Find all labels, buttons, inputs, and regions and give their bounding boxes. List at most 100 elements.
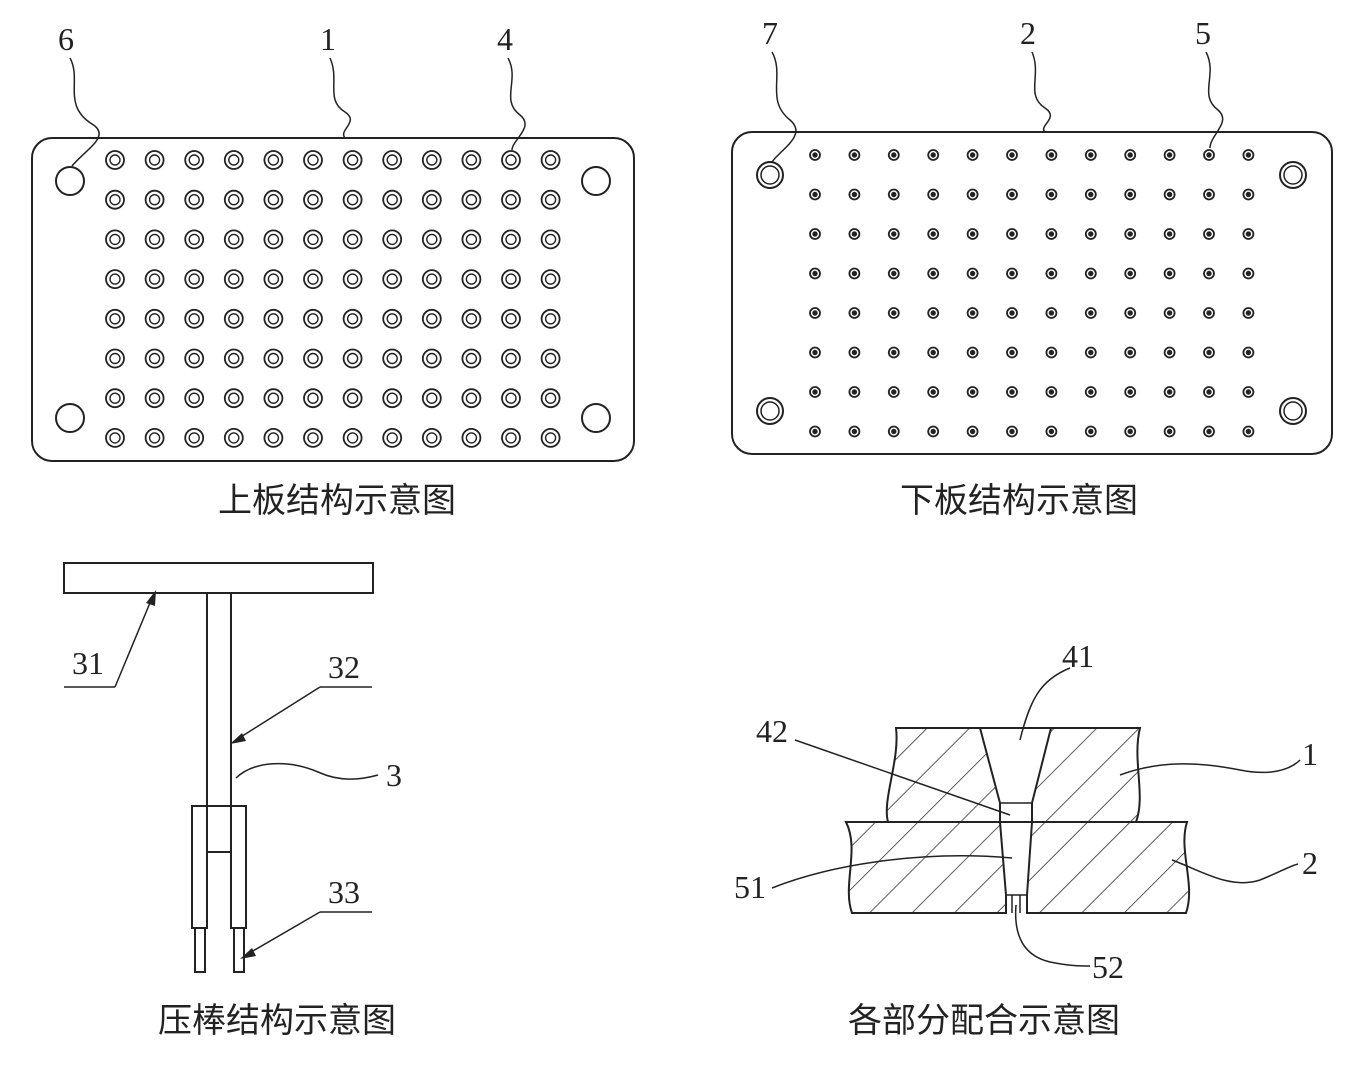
cavity-hole — [1242, 346, 1255, 359]
cavity-hole — [421, 308, 442, 329]
cavity-hole — [105, 308, 125, 329]
cavity-hole — [461, 150, 482, 170]
cavity-hole — [1045, 267, 1058, 280]
cavity-hole — [1084, 425, 1097, 438]
cavity-hole — [461, 427, 482, 448]
cavity-hole — [1124, 425, 1137, 438]
leader-line — [235, 686, 321, 741]
cavity-hole — [966, 267, 979, 280]
cavity-hole — [1124, 386, 1137, 398]
cavity-hole — [927, 307, 940, 319]
cavity-hole — [1045, 188, 1058, 201]
press-rod-sleeve-right — [230, 805, 247, 929]
cavity-hole — [540, 189, 561, 210]
cavity-hole — [303, 189, 323, 210]
cavity-hole — [1203, 346, 1215, 359]
lower-plate-mount-hole — [756, 161, 784, 189]
cavity-hole — [1084, 307, 1097, 319]
cavity-hole — [887, 307, 900, 319]
cavity-hole — [105, 348, 125, 369]
cavity-hole — [540, 348, 561, 369]
cavity-hole — [223, 229, 244, 250]
cavity-hole — [263, 229, 284, 250]
caption-assembly: 各部分配合示意图 — [848, 1001, 1120, 1041]
cavity-hole — [382, 150, 403, 170]
cavity-hole — [927, 425, 940, 438]
cavity-hole — [144, 150, 165, 170]
cavity-hole — [887, 228, 900, 240]
cavity-hole — [461, 269, 482, 290]
cavity-hole — [927, 267, 940, 280]
cavity-hole — [303, 269, 323, 290]
cavity-hole — [1006, 307, 1018, 319]
leader-line — [329, 57, 352, 139]
cavity-hole — [263, 269, 284, 290]
cavity-hole — [382, 348, 403, 369]
cavity-hole — [887, 188, 900, 201]
cavity-hole — [1242, 425, 1255, 438]
cavity-hole — [966, 425, 979, 438]
cavity-hole — [1084, 386, 1097, 398]
cavity-hole — [966, 307, 979, 319]
cavity-hole — [809, 267, 821, 280]
cavity-hole — [342, 229, 363, 250]
cavity-hole — [421, 427, 442, 448]
cavity-hole — [421, 348, 442, 369]
cavity-hole — [809, 188, 821, 201]
label-42: 42 — [756, 713, 788, 749]
cavity-hole — [223, 308, 244, 329]
cavity-hole — [1124, 267, 1137, 280]
cavity-hole — [1242, 149, 1255, 161]
cavity-hole — [382, 388, 403, 409]
upper-plate-mount-hole — [55, 403, 85, 433]
lower-plate-section — [844, 821, 1007, 914]
cavity-hole — [1203, 386, 1215, 398]
cavity-hole — [1242, 228, 1255, 240]
label-41: 41 — [1062, 638, 1094, 674]
cavity-hole — [421, 388, 442, 409]
cavity-hole — [421, 229, 442, 250]
label-1: 1 — [320, 21, 336, 57]
cavity-hole — [848, 188, 861, 201]
cavity-hole — [105, 229, 125, 250]
cavity-hole — [1124, 149, 1137, 161]
cavity-hole — [809, 228, 821, 240]
cavity-hole — [421, 150, 442, 170]
cavity-hole — [105, 150, 125, 170]
cavity-hole — [1006, 386, 1018, 398]
upper-plate-mount-hole — [55, 166, 85, 196]
cavity-hole — [809, 425, 821, 438]
leader-line — [114, 597, 153, 688]
leader-line — [245, 911, 321, 956]
cavity-hole — [303, 348, 323, 369]
lower-plate-outline — [731, 131, 1333, 455]
cavity-hole — [1242, 188, 1255, 201]
label-31: 31 — [72, 645, 104, 681]
cavity-hole — [809, 149, 821, 161]
cavity-hole — [966, 386, 979, 398]
cavity-hole — [1045, 386, 1058, 398]
leader-line — [235, 762, 379, 780]
cavity-hole — [501, 269, 521, 290]
label-5: 5 — [1195, 15, 1211, 51]
cavity-hole — [848, 267, 861, 280]
cavity-hole — [887, 149, 900, 161]
label-2-assembly: 2 — [1302, 845, 1318, 881]
label-2: 2 — [1020, 15, 1036, 51]
press-rod-top-plate — [63, 562, 374, 594]
cavity-hole — [342, 388, 363, 409]
leader-line — [1119, 759, 1301, 776]
cavity-hole — [927, 149, 940, 161]
leader-line — [69, 57, 100, 167]
cavity-hole — [848, 425, 861, 438]
cavity-hole — [184, 308, 205, 329]
cavity-hole — [848, 307, 861, 319]
cavity-hole — [501, 427, 521, 448]
lower-plate-figure: 7 2 5 下板结构示意图 — [731, 15, 1333, 521]
leader-line — [1014, 904, 1091, 967]
cavity-hole — [303, 427, 323, 448]
cavity-hole — [1242, 386, 1255, 398]
cavity-hole — [303, 150, 323, 170]
cavity-hole — [927, 228, 940, 240]
cavity-hole — [223, 269, 244, 290]
